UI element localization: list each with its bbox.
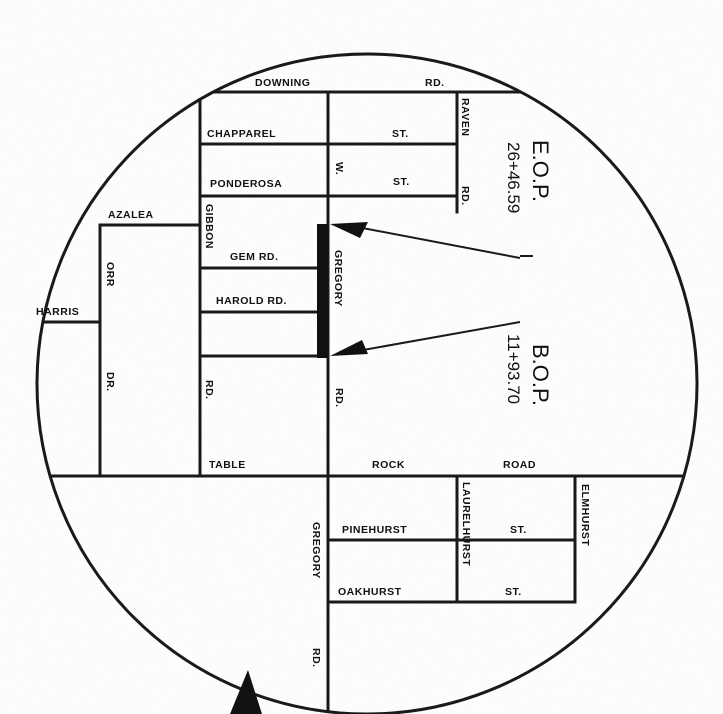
- gregory-south-label: GREGORY: [310, 522, 322, 579]
- gregory-rd-label: RD.: [333, 388, 345, 408]
- magnifier-circle: [35, 52, 699, 714]
- ponderosa-st-label: ST.: [393, 176, 410, 188]
- gem-rd-label: GEM RD.: [230, 251, 278, 263]
- eop-arrowhead: [330, 222, 368, 238]
- eop-label: E.O.P.: [528, 140, 553, 202]
- raven-rd-label: RD.: [459, 186, 471, 206]
- chapparel-st-label: ST.: [392, 128, 409, 140]
- w-label: W.: [333, 162, 345, 175]
- gregory-south-rd-label: RD.: [310, 648, 322, 668]
- harris-label: HARRIS: [36, 306, 79, 318]
- oakhurst-st-label: ST.: [505, 586, 522, 598]
- ponderosa-label: PONDEROSA: [210, 178, 282, 190]
- raven-label: RAVEN: [459, 98, 471, 136]
- pinehurst-label: PINEHURST: [342, 524, 407, 536]
- gregory-north-label: GREGORY: [332, 250, 344, 307]
- downning-label: DOWNING: [255, 77, 310, 89]
- bottom-pointer: [230, 670, 262, 714]
- table-label: TABLE: [209, 459, 246, 471]
- eop-leader-line: [351, 225, 521, 259]
- pinehurst-st-label: ST.: [510, 524, 527, 536]
- road-label: ROAD: [503, 459, 536, 471]
- bop-station: 11+93.70: [504, 334, 523, 404]
- project-segment: [317, 224, 328, 358]
- bop-arrowhead: [330, 340, 368, 356]
- bop-leader-line: [351, 321, 521, 353]
- bop-label: B.O.P.: [528, 344, 553, 406]
- laurelhurst-label: LAURELHURST: [460, 482, 472, 566]
- chapparel-label: CHAPPAREL: [207, 128, 276, 140]
- harold-rd-label: HAROLD RD.: [216, 295, 287, 307]
- eop-station: 26+46.59: [504, 142, 523, 213]
- orr-label: ORR: [104, 262, 116, 287]
- table-rd-label: RD.: [203, 380, 215, 400]
- azalea-label: AZALEA: [108, 209, 154, 221]
- elmhurst-label: ELMHURST: [579, 484, 591, 546]
- oakhurst-label: OAKHURST: [338, 586, 402, 598]
- gibbon-label: GIBBON: [203, 204, 215, 249]
- orr-dr-label: DR.: [104, 372, 116, 392]
- downning-rd-label: RD.: [425, 77, 445, 89]
- rock-label: ROCK: [372, 459, 405, 471]
